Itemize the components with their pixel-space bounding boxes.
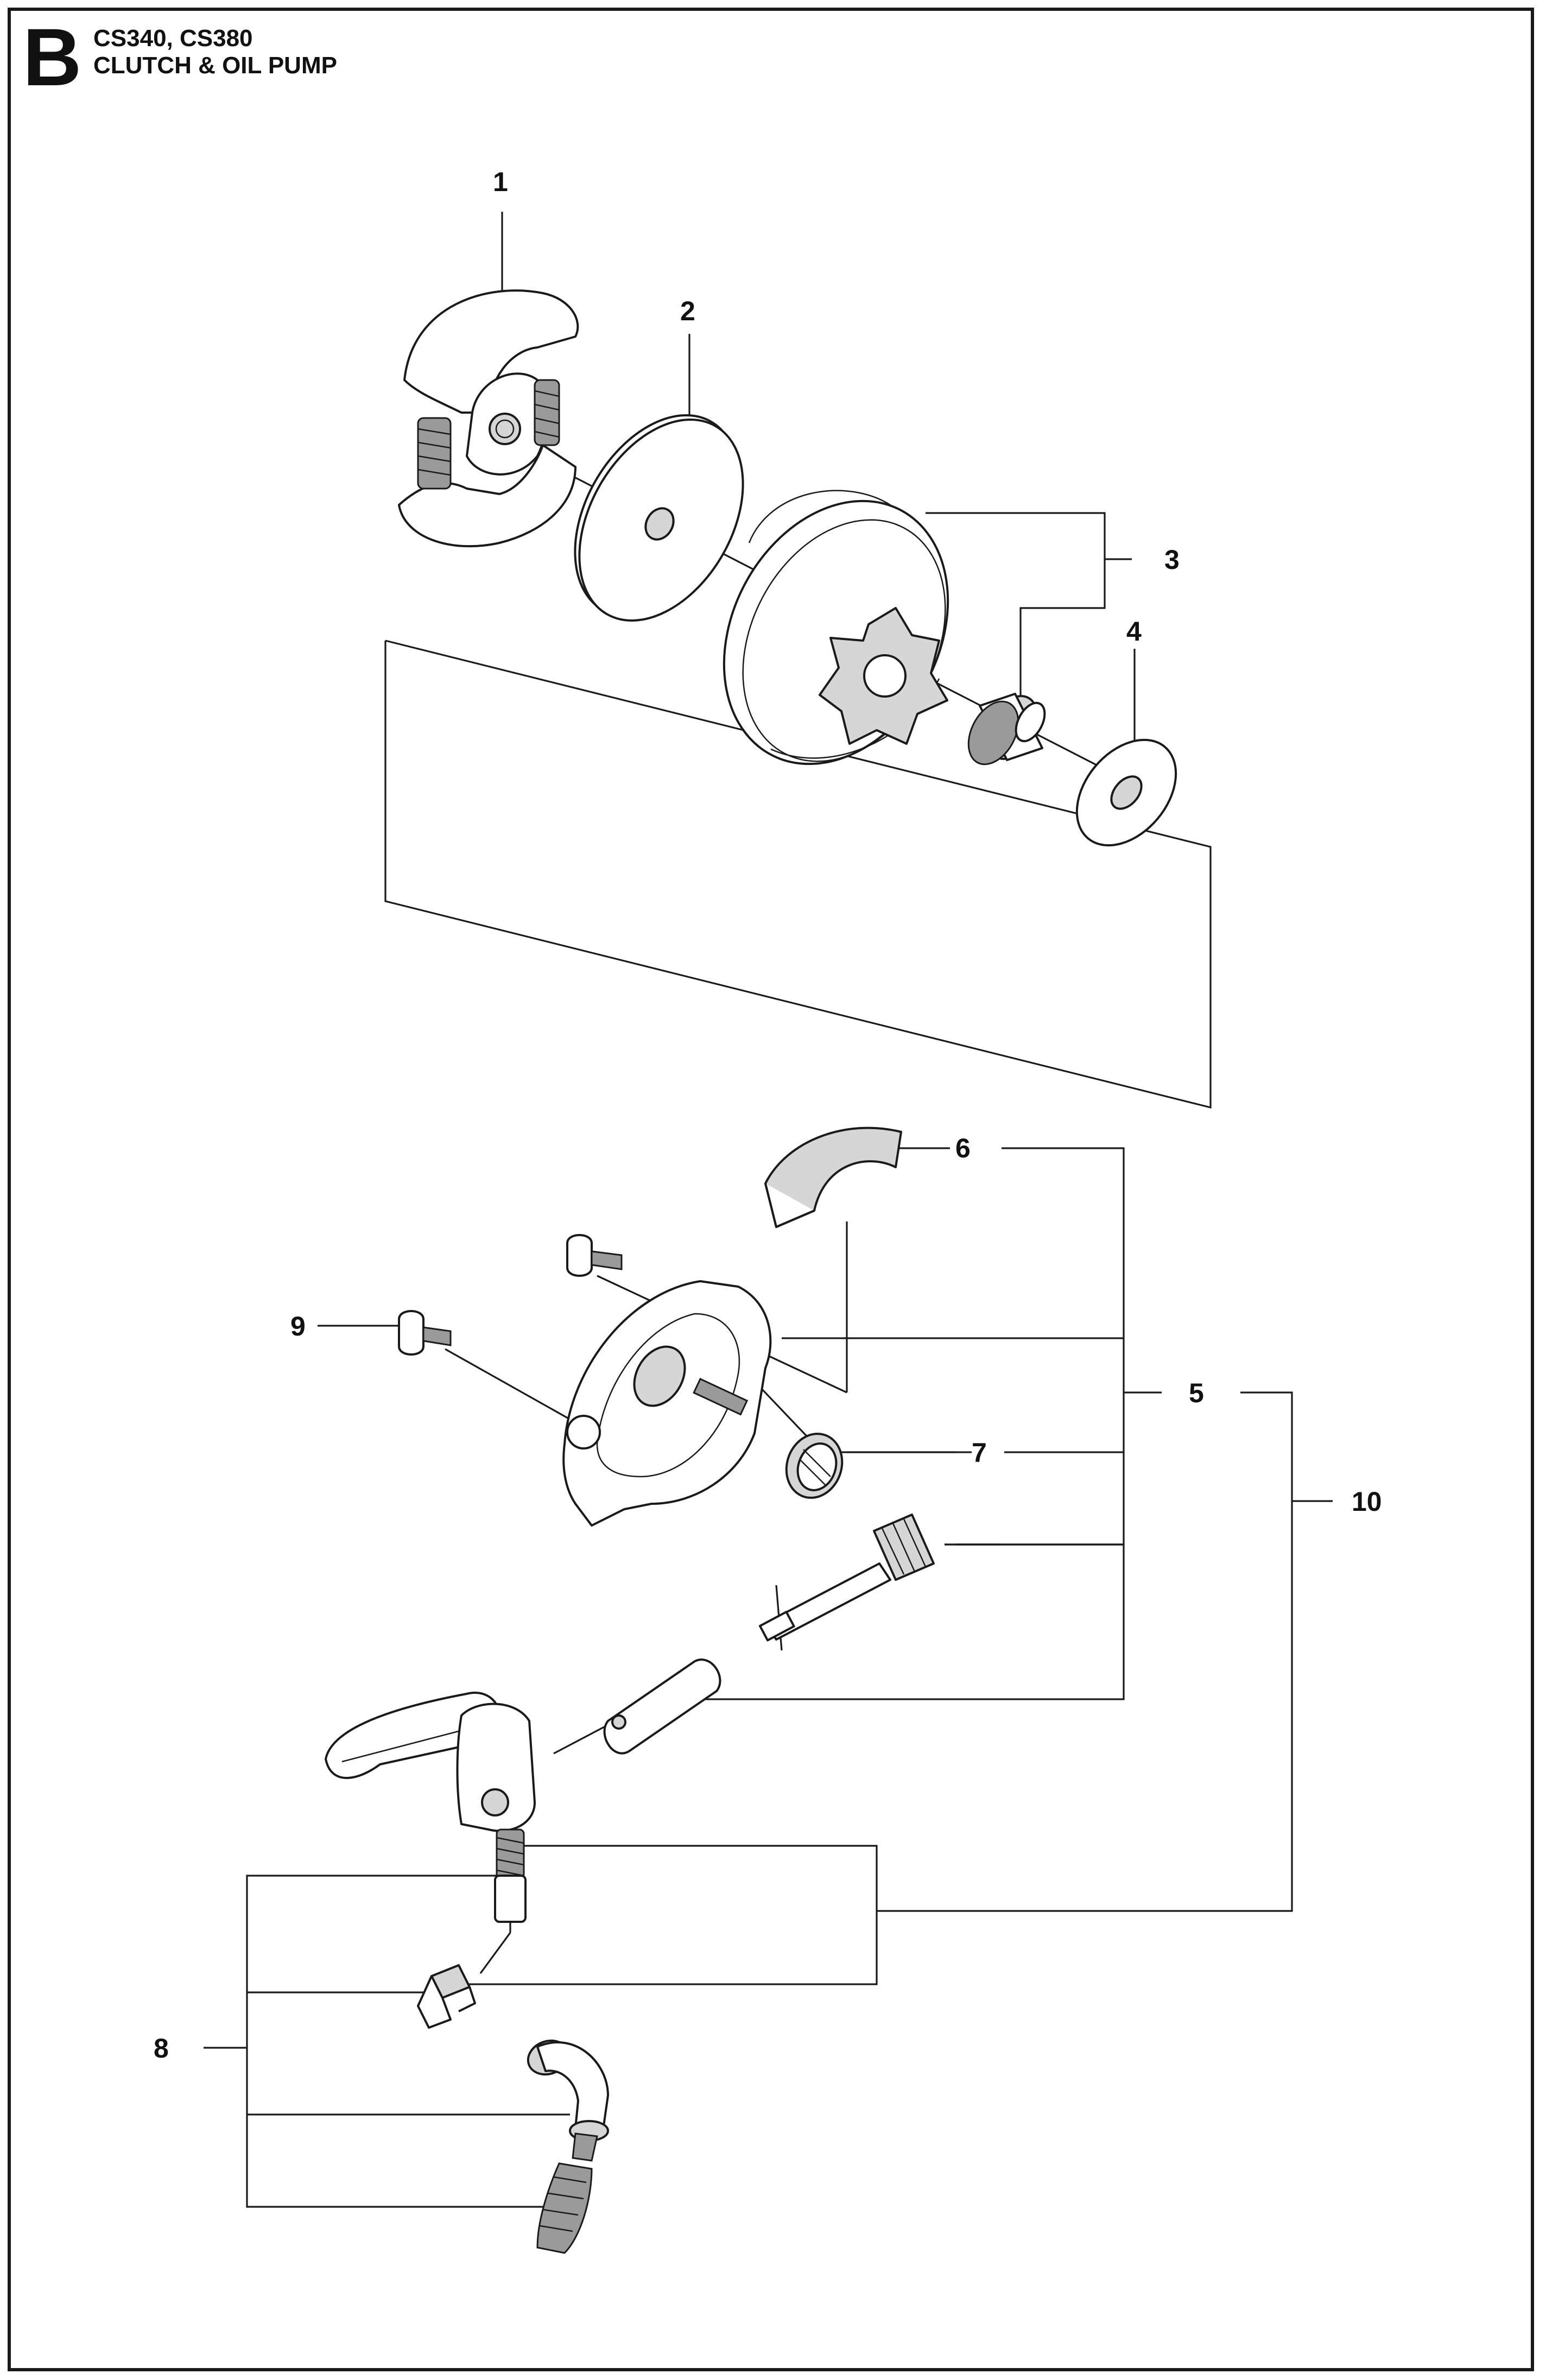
callout-8: 8 — [154, 2033, 169, 2063]
callout-1: 1 — [493, 167, 508, 197]
washer — [1075, 738, 1177, 847]
pump-plunger — [603, 1659, 721, 1755]
oil-pipe — [494, 1828, 527, 1923]
callout-10: 10 — [1352, 1486, 1382, 1517]
pump-worm-shaft — [759, 1514, 935, 1642]
clutch-springs — [417, 379, 560, 490]
section-letter: B — [23, 11, 82, 103]
parts-artwork — [325, 289, 1177, 2254]
model-numbers: CS340, CS380 — [93, 25, 253, 52]
felt-pad — [764, 1126, 902, 1228]
callout-7: 7 — [972, 1438, 987, 1468]
callout-6: 6 — [955, 1133, 971, 1163]
callout-4: 4 — [1126, 616, 1142, 647]
oil-hose-assembly — [417, 1964, 609, 2254]
callout-2: 2 — [680, 296, 695, 326]
clutch-drum — [723, 490, 1046, 765]
clutch-shoes — [398, 289, 579, 548]
callout-labels: 1 2 3 4 5 6 7 8 9 10 — [154, 167, 1382, 2063]
washer-plate — [574, 414, 744, 622]
bolts — [398, 1234, 623, 1356]
section-title: CLUTCH & OIL PUMP — [93, 52, 337, 79]
sprocket — [819, 607, 948, 745]
oil-pump-housing — [562, 1280, 772, 1527]
worm-spring — [785, 1433, 844, 1499]
callout-9: 9 — [290, 1311, 306, 1341]
page-title: CS340, CS380 CLUTCH & OIL PUMP — [93, 25, 337, 79]
oil-pump-lever — [325, 1692, 536, 1832]
leader-lines — [204, 212, 1333, 2208]
callout-3: 3 — [1164, 545, 1180, 575]
needle-bearing — [967, 693, 1046, 765]
callout-5: 5 — [1189, 1378, 1204, 1408]
